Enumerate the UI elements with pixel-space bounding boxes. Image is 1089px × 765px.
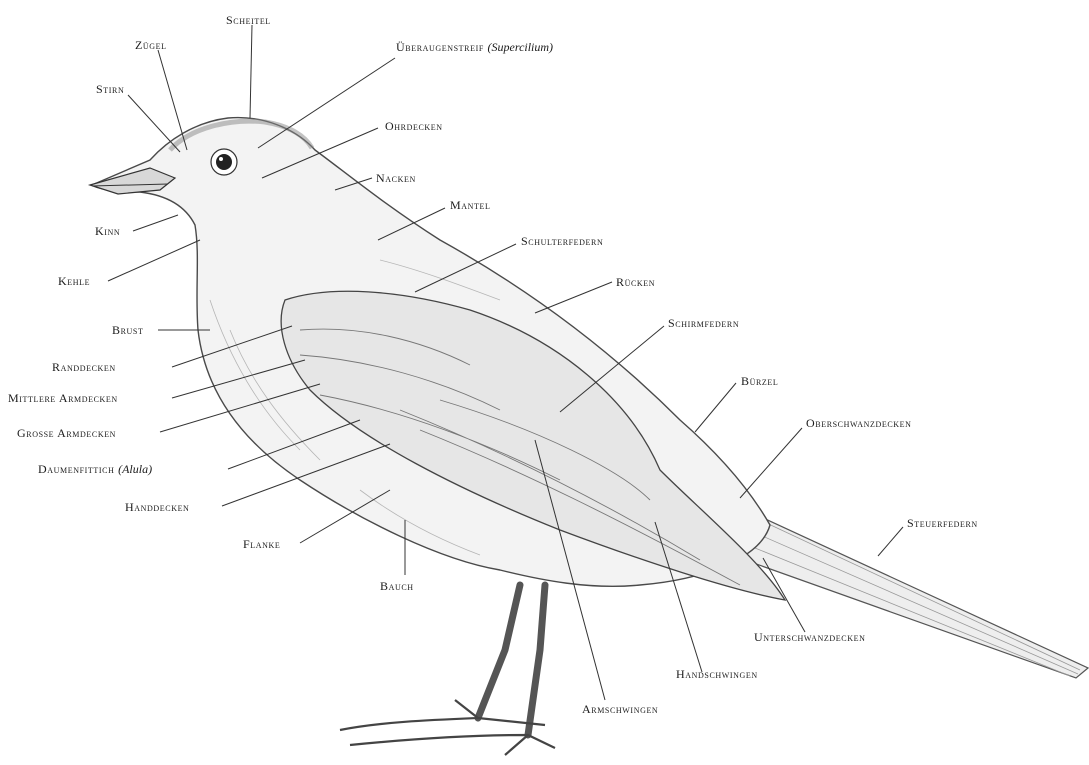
label-handdecken: Handdecken xyxy=(125,500,189,514)
label-brust: Brust xyxy=(112,323,143,337)
label-schulterfedern: Schulterfedern xyxy=(521,234,603,248)
label-ueberaugenstreif: Überaugenstreif (Supercilium) xyxy=(396,40,553,54)
label-handschwingen: Handschwingen xyxy=(676,667,758,681)
label-daumenfittich: Daumenfittich (Alula) xyxy=(38,462,152,476)
label-zuegel: Zügel xyxy=(135,38,167,52)
label-scheitel: Scheitel xyxy=(226,13,271,27)
label-mantel: Mantel xyxy=(450,198,491,212)
label-grosse-armdecken: Grosse Armdecken xyxy=(17,426,116,440)
label-oberschwanzdecken: Oberschwanzdecken xyxy=(806,416,912,430)
leg xyxy=(478,585,545,735)
label-flanke: Flanke xyxy=(243,537,280,551)
label-ruecken: Rücken xyxy=(616,275,655,289)
label-buerzel: Bürzel xyxy=(741,374,778,388)
label-steuerfedern: Steuerfedern xyxy=(907,516,978,530)
label-ueberaugenstreif-scientific: (Supercilium) xyxy=(488,40,554,54)
label-unterschwanzdecken: Unterschwanzdecken xyxy=(754,630,865,644)
label-ueberaugenstreif-name: Überaugenstreif xyxy=(396,40,484,54)
label-randdecken: Randdecken xyxy=(52,360,116,374)
label-kinn: Kinn xyxy=(95,224,120,238)
label-nacken: Nacken xyxy=(376,171,416,185)
label-kehle: Kehle xyxy=(58,274,90,288)
label-daumenfittich-name: Daumenfittich xyxy=(38,462,114,476)
label-schirmfedern: Schirmfedern xyxy=(668,316,739,330)
label-stirn: Stirn xyxy=(96,82,124,96)
label-bauch: Bauch xyxy=(380,579,414,593)
foot xyxy=(340,700,555,755)
label-ohrdecken: Ohrdecken xyxy=(385,119,443,133)
label-armschwingen: Armschwingen xyxy=(582,702,658,716)
tail-feathers xyxy=(735,505,1088,678)
label-mittlere-armdecken: Mittlere Armdecken xyxy=(8,391,118,405)
label-daumenfittich-scientific: (Alula) xyxy=(118,462,152,476)
